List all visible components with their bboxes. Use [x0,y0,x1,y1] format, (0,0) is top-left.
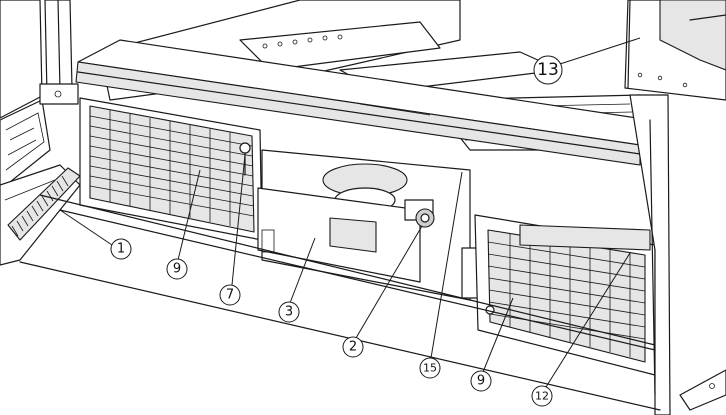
callout-9-right: 9 [470,370,492,392]
control-knob [404,199,481,300]
callout-9-left: 9 [166,258,188,280]
callout-9-left-label: 9 [173,262,181,277]
right-side-panel [519,94,671,415]
callout-1: 1 [110,238,132,260]
callout-1-label: 1 [117,242,125,257]
callout-2-label: 2 [349,340,357,355]
left-frame [0,0,79,191]
callout-13: 13 [533,55,563,85]
foot-bracket [679,369,726,411]
center-compartment [257,149,471,301]
callout-3-label: 3 [285,305,293,320]
front-rail [75,39,651,166]
callout-12: 12 [531,385,553,407]
base-floor [19,194,661,411]
inset-detail [624,0,726,101]
callout-15: 15 [419,357,441,379]
right-grille [474,214,656,376]
callout-7: 7 [219,284,241,306]
callout-13-label: 13 [537,60,559,80]
callout-12-label: 12 [535,390,549,403]
callout-2: 2 [342,336,364,358]
callout-7-label: 7 [226,288,234,303]
callout-15-label: 15 [423,362,437,375]
left-grille [79,97,263,241]
callout-3: 3 [278,301,300,323]
leader-lines [59,37,641,388]
callout-9-right-label: 9 [477,374,485,389]
